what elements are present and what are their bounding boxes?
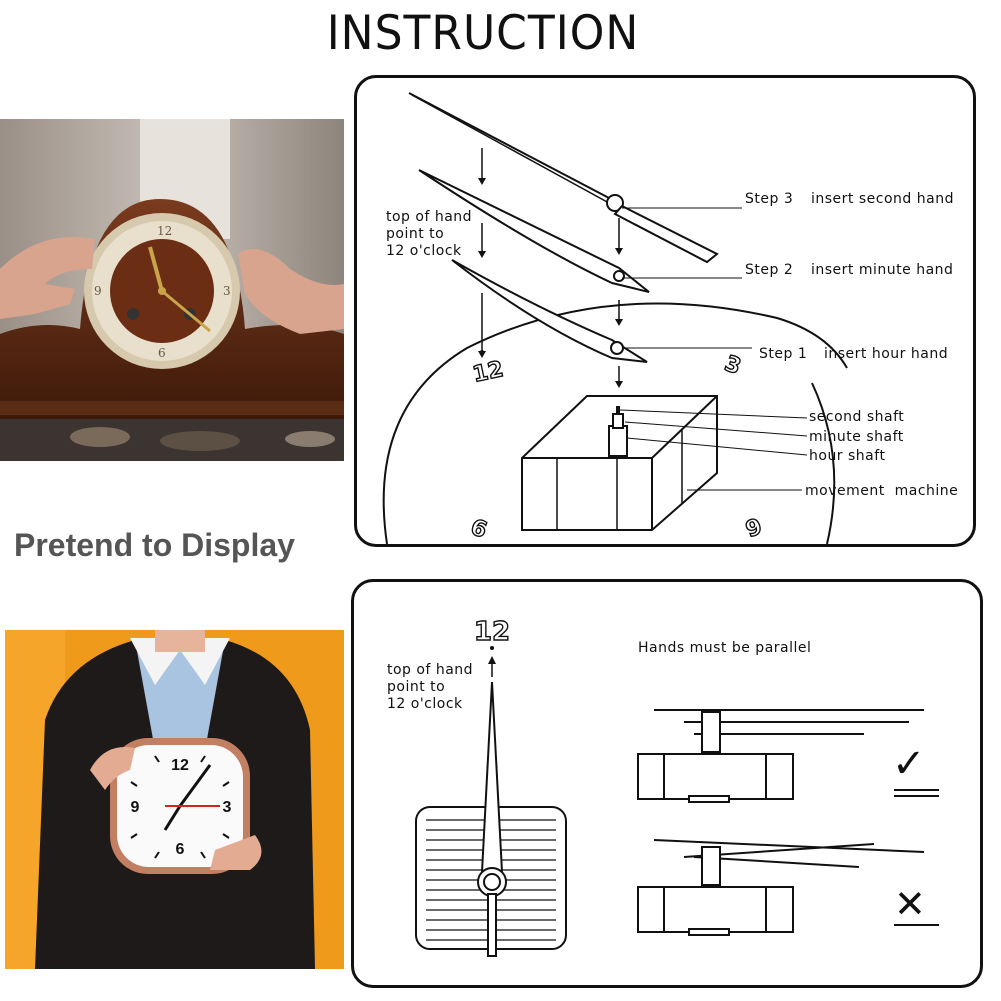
installation-steps-panel: 12 3 9 6 top of hand point to 12 o'clock… [354, 75, 976, 547]
display-clock-12: 12 [171, 757, 189, 774]
svg-text:3: 3 [223, 284, 231, 298]
svg-text:12: 12 [157, 224, 172, 238]
step3-text: insert second hand [811, 191, 954, 207]
top-of-hand-note-2: top of hand point to 12 o'clock [387, 662, 474, 712]
svg-text:6: 6 [158, 346, 166, 360]
step2-number: Step 2 [745, 262, 794, 278]
hour-shaft-label: hour shaft [809, 448, 886, 464]
step1-text: insert hour hand [824, 346, 949, 362]
step2-text: insert minute hand [811, 262, 954, 278]
parallel-hands-panel: 12 [351, 579, 983, 988]
movement-machine-label: movement machine [805, 483, 959, 499]
minute-shaft-label: minute shaft [809, 429, 904, 445]
person-holding-clock-photo: 12 3 6 9 [5, 630, 344, 969]
svg-text:9: 9 [94, 284, 102, 298]
numeral-12: 12 [474, 617, 510, 647]
pretend-to-display-caption: Pretend to Display [14, 527, 295, 563]
top-of-hand-note: top of hand point to 12 o'clock [386, 209, 473, 259]
display-clock-9: 9 [131, 799, 140, 816]
dial-numeral-3: 3 [721, 351, 744, 380]
mantel-clock-photo: 12 3 6 9 [0, 119, 344, 461]
display-clock-3: 3 [223, 799, 232, 816]
page-title: INSTRUCTION [326, 5, 640, 62]
parallel-heading: Hands must be parallel [638, 640, 812, 656]
second-shaft-label: second shaft [809, 409, 905, 425]
step3-number: Step 3 [745, 191, 794, 207]
dial-numeral-12: 12 [471, 357, 506, 388]
wrong-cross: ✕ [894, 882, 926, 926]
step1-number: Step 1 [759, 346, 808, 362]
dial-numeral-9: 9 [468, 512, 491, 541]
dial-numeral-6: 6 [742, 512, 765, 541]
display-clock-6: 6 [176, 841, 185, 858]
correct-checkmark: ✓ [892, 741, 926, 787]
